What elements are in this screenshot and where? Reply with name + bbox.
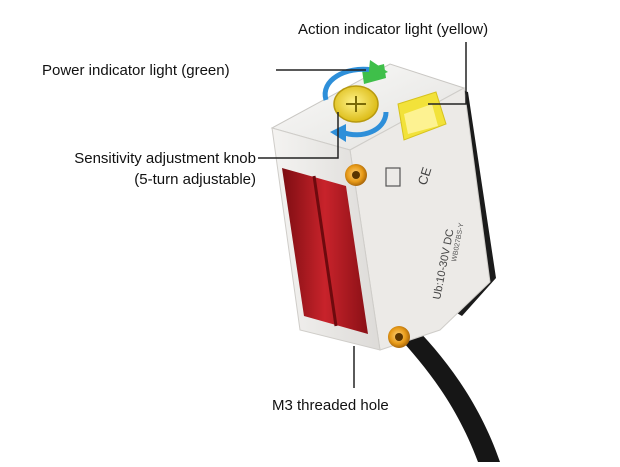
cable <box>392 322 500 462</box>
rotation-arrow-lower <box>341 111 389 138</box>
callout-line-action <box>428 42 467 105</box>
rotation-arrowhead <box>368 60 388 80</box>
label-sensitivity-line2: (5-turn adjustable) <box>134 171 256 188</box>
action-led-lens <box>404 104 438 134</box>
approval-mark-icon <box>385 167 401 187</box>
label-sensitivity-line1: Sensitivity adjustment knob <box>74 150 256 167</box>
label-action-indicator: Action indicator light (yellow) <box>298 21 489 38</box>
lens-divider <box>312 175 338 327</box>
knob-slot-icon <box>346 96 366 112</box>
threaded-hole-lower-core <box>395 333 403 341</box>
threaded-hole-upper-core <box>352 171 360 179</box>
label-power-indicator: Power indicator light (green) <box>42 62 230 79</box>
ce-mark: CE <box>415 165 435 187</box>
callout-line-sensitivity <box>258 112 339 159</box>
label-threaded-hole: M3 threaded hole <box>272 397 389 414</box>
